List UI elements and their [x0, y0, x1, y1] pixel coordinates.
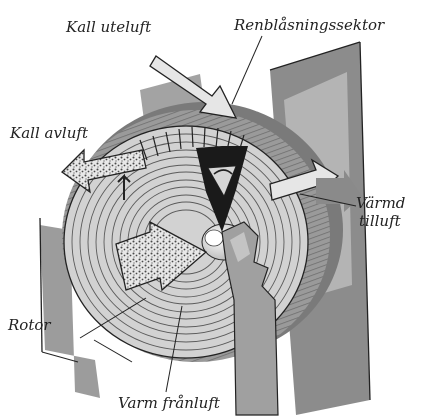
label-rotor: Rotor: [7, 316, 51, 334]
leader-renblasningssektor: [232, 36, 262, 104]
label-varmd: Värmd: [356, 194, 405, 212]
label-varm-franluft: Varm frånluft: [118, 394, 221, 412]
label-kall-avluft: Kall avluft: [9, 124, 89, 142]
label-renblasningssektor: Renblåsningssektor: [233, 16, 385, 34]
label-kall-uteluft: Kall uteluft: [65, 18, 152, 36]
label-tilluft: tilluft: [359, 212, 402, 230]
